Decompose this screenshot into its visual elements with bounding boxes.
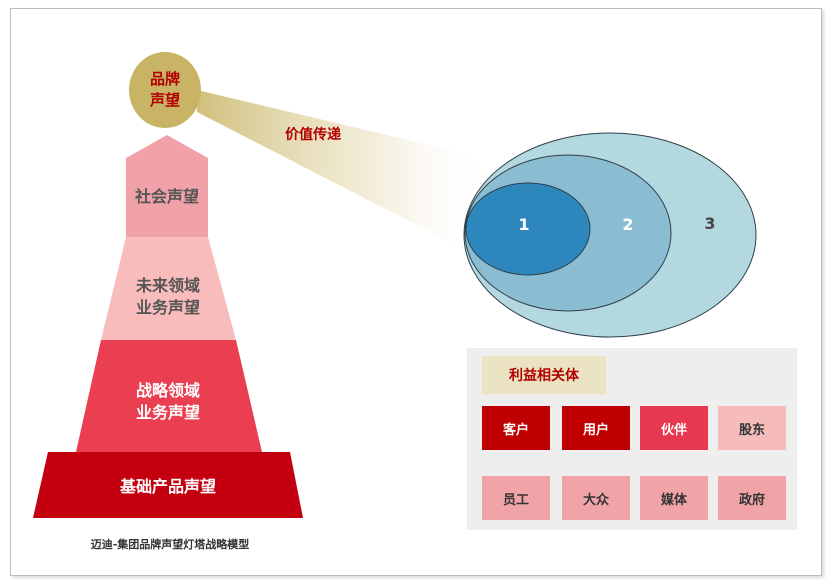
stakeholder-media: 媒体	[640, 476, 708, 520]
tier-base	[33, 452, 303, 518]
stakeholder-shareholder: 股东	[718, 406, 786, 450]
brand-circle	[129, 52, 201, 128]
tier-strategic	[76, 340, 262, 452]
tier-strategic-label: 战略领域 业务声望	[135, 381, 200, 422]
circle-1	[465, 182, 591, 276]
stakeholder-employee: 员工	[482, 476, 550, 520]
tier-future-label: 未来领域 业务声望	[135, 276, 200, 317]
tier-future	[101, 237, 236, 340]
stakeholder-customer: 客户	[482, 406, 550, 450]
circle-1-label: 1	[518, 215, 530, 234]
circle-2-label: 2	[622, 215, 634, 234]
tier-base-label: 基础产品声望	[119, 477, 216, 496]
tier-social	[126, 135, 208, 237]
light-beam	[197, 90, 492, 255]
value-transfer-label: 价值传递	[285, 127, 341, 143]
diagram-frame	[10, 8, 822, 576]
tier-social-label: 社会声望	[134, 187, 199, 206]
circle-3-label: 3	[704, 214, 716, 233]
stakeholder-public: 大众	[562, 476, 630, 520]
stakeholder-user: 用户	[562, 406, 630, 450]
stakeholder-partner: 伙伴	[640, 406, 708, 450]
diagram-caption: 迈迪-集团品牌声望灯塔战略模型	[90, 538, 250, 551]
stakeholder-title: 利益相关体	[482, 356, 606, 394]
brand-label: 品牌 声望	[149, 70, 180, 109]
stakeholder-government: 政府	[718, 476, 786, 520]
